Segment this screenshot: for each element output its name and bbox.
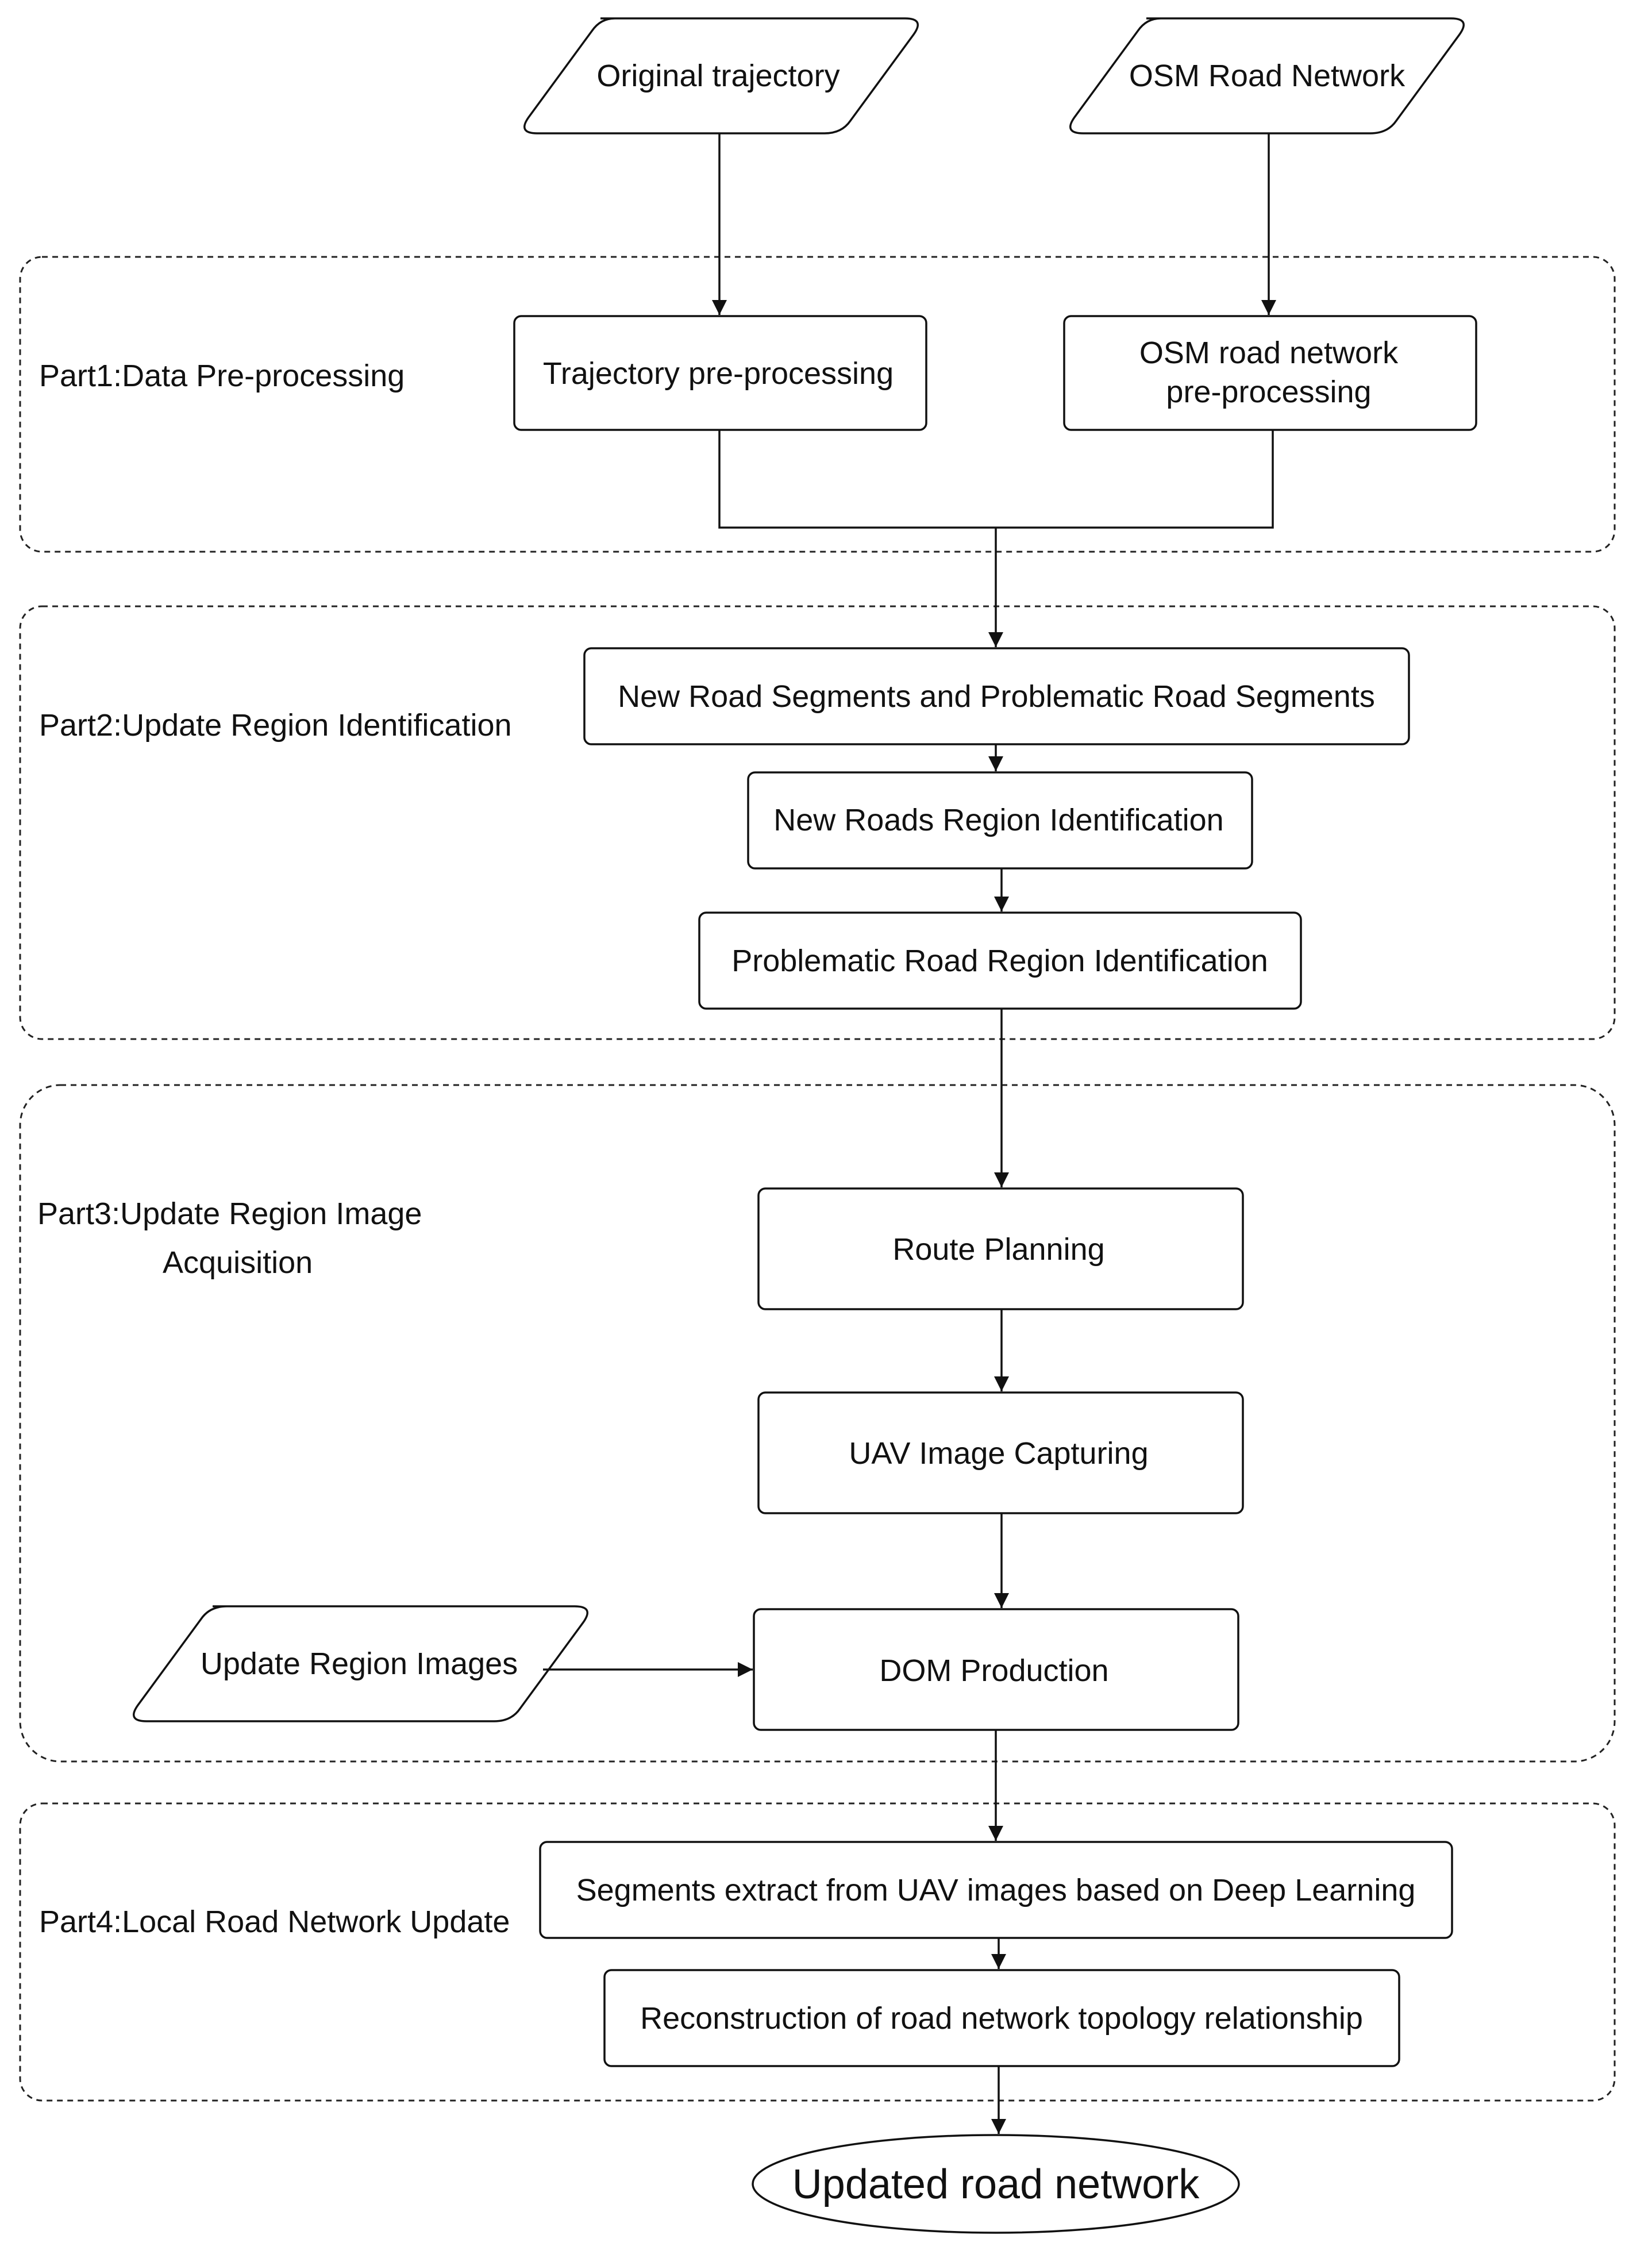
osm-road-network-label: OSM Road Network [1129, 59, 1405, 93]
reconstruction-label: Reconstruction of road network topology … [640, 2001, 1363, 2036]
uav-capturing-label: UAV Image Capturing [849, 1436, 1148, 1471]
part1-label: Part1:Data Pre-processing [39, 359, 405, 393]
dom-production-box: DOM Production [753, 1608, 1239, 1731]
original-trajectory-input: Original trajectory [523, 17, 919, 134]
route-planning-box: Route Planning [757, 1187, 1244, 1310]
osm-preprocessing-box: OSM road network pre-processing [1063, 315, 1477, 431]
original-trajectory-label: Original trajectory [596, 59, 840, 93]
part2-group [19, 605, 1616, 1040]
segments-extract-box: Segments extract from UAV images based o… [539, 1841, 1453, 1939]
update-region-images-input: Update Region Images [133, 1605, 588, 1722]
new-roads-region-box: New Roads Region Identification [747, 771, 1253, 870]
part3-group [19, 1084, 1616, 1763]
trajectory-preprocessing-label: Trajectory pre-processing [543, 356, 894, 391]
uav-capturing-box: UAV Image Capturing [757, 1391, 1244, 1514]
osm-preprocessing-label-line1: OSM road network [1139, 336, 1399, 370]
updated-road-network-output: Updated road network [752, 2134, 1240, 2234]
osm-road-network-input: OSM Road Network [1069, 17, 1465, 134]
problematic-region-label: Problematic Road Region Identification [731, 944, 1268, 978]
updated-road-network-label: Updated road network [792, 2161, 1200, 2207]
part3-label-line2: Acquisition [163, 1245, 313, 1280]
trajectory-preprocessing-box: Trajectory pre-processing [513, 315, 927, 431]
merge-line [718, 430, 1274, 529]
road-segments-box: New Road Segments and Problematic Road S… [583, 647, 1410, 745]
road-segments-label: New Road Segments and Problematic Road S… [618, 679, 1375, 714]
part2-label: Part2:Update Region Identification [39, 708, 512, 743]
part3-label-line1: Part3:Update Region Image [37, 1197, 422, 1231]
dom-production-label: DOM Production [879, 1653, 1108, 1688]
part1-group [19, 256, 1616, 553]
part4-group [19, 1802, 1616, 2102]
connectors [543, 133, 1276, 2134]
reconstruction-box: Reconstruction of road network topology … [603, 1969, 1400, 2067]
problematic-region-box: Problematic Road Region Identification [698, 911, 1302, 1010]
route-planning-label: Route Planning [892, 1232, 1104, 1267]
segments-extract-label: Segments extract from UAV images based o… [576, 1873, 1416, 1907]
update-region-images-label: Update Region Images [201, 1647, 518, 1681]
osm-preprocessing-label-line2: pre-processing [1166, 375, 1371, 409]
part4-label: Part4:Local Road Network Update [39, 1905, 510, 1939]
new-roads-region-label: New Roads Region Identification [773, 803, 1223, 837]
